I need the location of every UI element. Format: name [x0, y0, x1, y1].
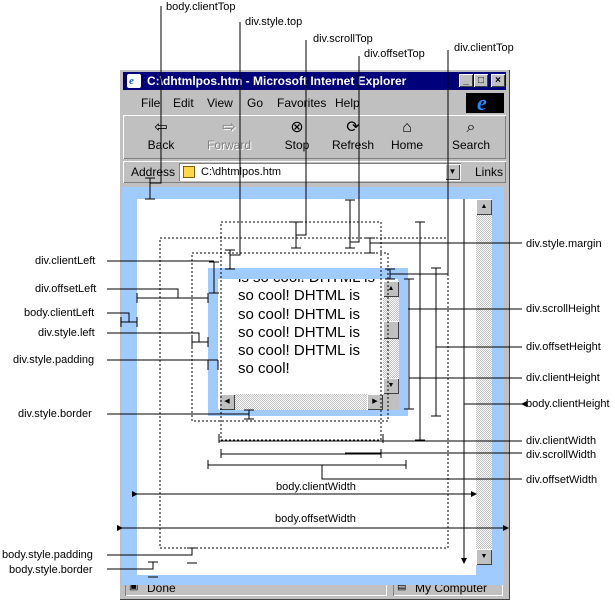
div-offsetTop-line [345, 56, 360, 249]
div-scroll-right-button[interactable]: ▶ [367, 394, 383, 410]
toolbar: ⇦ Back ⇨ Forward ⊗ Stop ⟳ Refresh ⌂ Home… [123, 115, 506, 159]
div-scroll-thumb[interactable] [383, 321, 399, 339]
div-style-padding-line [107, 359, 219, 370]
stop-button[interactable]: ⊗ Stop [269, 118, 325, 156]
label-body-clientLeft: body.clientLeft [24, 307, 95, 319]
address-value: C:\dhtmlpos.htm [201, 166, 282, 178]
menu-go[interactable]: Go [247, 96, 264, 110]
label-body-offsetWidth: body.offsetWidth [275, 513, 356, 525]
close-button[interactable]: × [491, 74, 505, 87]
div-horizontal-scrollbar[interactable]: ◀ ▶ [219, 394, 383, 410]
div-offsetLeft-line [107, 288, 209, 303]
menu-help[interactable]: Help [335, 96, 360, 110]
label-div-scrollHeight: div.scrollHeight [526, 303, 600, 315]
title-bar: e C:\dhtmlpos.htm - Microsoft Internet E… [123, 72, 506, 90]
refresh-button[interactable]: ⟳ Refresh [325, 118, 381, 156]
div-clientTop-line [385, 50, 449, 280]
stop-label: Stop [284, 138, 310, 152]
div-style-left-line [107, 332, 209, 347]
forward-arrow-icon: ⇨ [222, 119, 236, 136]
label-div-offsetHeight: div.offsetHeight [526, 341, 601, 353]
computer-icon: ▤ [397, 581, 407, 592]
div-content-area: is so cool! DHTML is so cool! DHTML is s… [218, 279, 398, 409]
document-icon [183, 166, 195, 178]
div-scroll-outline [220, 221, 382, 441]
home-label: Home [390, 138, 423, 152]
div-style-top-line [225, 22, 241, 270]
window-title: C:\dhtmlpos.htm - Microsoft Internet Exp… [147, 74, 407, 88]
search-button[interactable]: ⌕ Search [443, 118, 499, 156]
label-div-clientLeft: div.clientLeft [35, 255, 96, 267]
label-div-offsetTop: div.offsetTop [364, 48, 425, 60]
minimize-button[interactable]: _ [459, 74, 473, 87]
div-scroll-corner [383, 394, 399, 410]
ie-logo-icon: e [466, 90, 504, 115]
body-style-padding-line [107, 547, 197, 564]
label-div-scrollTop: div.scrollTop [313, 33, 373, 45]
menu-view[interactable]: View [207, 96, 233, 110]
div-style-border-line [107, 409, 254, 420]
div-style-margin-line [365, 237, 522, 254]
div-scrollHeight-line [408, 221, 522, 441]
menu-edit[interactable]: Edit [173, 96, 194, 110]
address-dropdown-button[interactable]: ▼ [445, 164, 460, 180]
scroll-up-button[interactable]: ▲ [476, 199, 492, 215]
div-vertical-scrollbar[interactable]: ▲ ▼ [383, 281, 399, 394]
menu-file[interactable]: File [141, 96, 161, 110]
div-offsetWidth-line [207, 460, 522, 480]
refresh-label: Refresh [331, 138, 375, 152]
div-content-text: is so cool! DHTML is so cool! DHTML is s… [238, 279, 375, 378]
body-style-border-line [107, 561, 158, 578]
label-div-style-padding: div.style.padding [13, 354, 95, 366]
body-clientTop-line [145, 6, 162, 200]
label-body-style-border: body.style.border [9, 564, 93, 576]
div-scroll-down-button[interactable]: ▼ [383, 378, 399, 394]
label-div-clientWidth: div.clientWidth [526, 435, 597, 447]
div-scrollWidth-line [220, 449, 522, 458]
label-div-offsetLeft: div.offsetLeft [35, 283, 97, 295]
stop-icon: ⊗ [290, 119, 304, 136]
label-div-style-margin: div.style.margin [526, 238, 602, 250]
div-scrollTop-line [291, 40, 307, 249]
div-scroll-up-button[interactable]: ▲ [383, 281, 399, 297]
refresh-icon: ⟳ [346, 119, 360, 136]
div-clientWidth-line [218, 434, 522, 443]
search-icon: ⌕ [466, 119, 476, 136]
div-scroll-left-button[interactable]: ◀ [219, 394, 235, 410]
ie-app-icon: e [127, 74, 141, 88]
div-clientLeft-line [107, 260, 219, 294]
body-clientHeight-line [464, 199, 522, 563]
div-offsetHeight-line [431, 267, 522, 417]
label-body-clientTop: body.clientTop [166, 1, 236, 13]
home-icon: ⌂ [402, 119, 412, 136]
links-button[interactable]: Links [475, 165, 504, 179]
menu-bar: File Edit View Go Favorites Help e [123, 90, 506, 115]
label-div-clientTop: div.clientTop [454, 42, 514, 54]
label-div-clientHeight: div.clientHeight [526, 372, 600, 384]
body-clientLeft-line [107, 312, 138, 327]
home-button[interactable]: ⌂ Home [379, 118, 435, 156]
page-icon: ▣ [129, 581, 139, 592]
label-div-style-border: div.style.border [18, 408, 92, 420]
label-div-style-top: div.style.top [245, 16, 303, 28]
div-margin-outline [159, 237, 449, 549]
label-div-scrollWidth: div.scrollWidth [526, 449, 597, 461]
maximize-button[interactable]: □ [474, 74, 488, 87]
label-body-clientHeight: body.clientHeight [526, 398, 610, 410]
label-div-style-left: div.style.left [38, 327, 95, 339]
address-input[interactable]: C:\dhtmlpos.htm ▼ [179, 163, 461, 181]
label-div-offsetWidth: div.offsetWidth [526, 474, 598, 486]
menu-favorites[interactable]: Favorites [277, 96, 327, 110]
label-body-clientWidth: body.clientWidth [276, 481, 356, 493]
address-bar: Address C:\dhtmlpos.htm ▼ Links [123, 161, 506, 183]
search-label: Search [451, 138, 491, 152]
address-label: Address [131, 165, 176, 179]
div-clientHeight-line [404, 278, 522, 410]
label-body-style-padding: body.style.padding [2, 549, 93, 561]
